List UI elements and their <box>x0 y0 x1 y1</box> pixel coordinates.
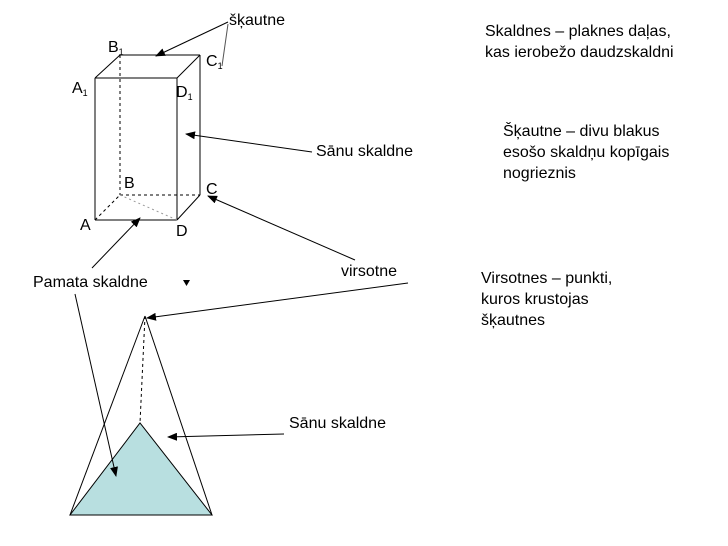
arrow-pamata-prism <box>91 217 141 269</box>
edge-C1-D1 <box>176 54 201 79</box>
edge-A-B-hidden <box>94 194 121 221</box>
note-line: esošo skaldņu kopīgais <box>503 144 670 161</box>
edge-A1-B1 <box>94 54 121 79</box>
note-line: Skaldnes – plaknes daļas, <box>485 23 671 40</box>
vertex-D1-label: D1 <box>176 84 193 102</box>
label-sanu-skaldne-top: Sānu skaldne <box>316 143 413 160</box>
prism <box>94 54 201 221</box>
arrow-virsotne-prism <box>207 195 356 261</box>
vertex-A-label: A <box>80 217 91 234</box>
note-virsotnes: Virsotnes – punkti, kuros krustojas šķau… <box>481 268 612 331</box>
arrow-virsotne-pyramid <box>146 282 409 321</box>
arrow-skautne-2 <box>221 23 229 67</box>
edge-D-C <box>176 194 201 221</box>
pyramid-base-face <box>68 422 214 516</box>
note-skaldnes: Skaldnes – plaknes daļas, kas ierobežo d… <box>485 21 674 63</box>
note-line: kuros krustojas <box>481 291 589 308</box>
note-line: Virsotnes – punkti, <box>481 270 613 287</box>
vertex-B1-label: B1 <box>108 39 124 57</box>
label-pamata-skaldne: Pamata skaldne <box>33 274 148 291</box>
small-triangle-mark <box>183 280 190 286</box>
vertex-B-label: B <box>124 175 135 192</box>
pyramid <box>68 315 214 516</box>
label-sanu-skaldne-bottom: Sānu skaldne <box>289 415 386 432</box>
pyramid-edge-hidden <box>139 315 146 424</box>
arrow-skautne <box>155 21 229 57</box>
arrow-sanu-top <box>185 131 313 153</box>
label-skautne: šķautne <box>229 12 286 29</box>
pyramid-edge-right <box>144 315 213 516</box>
arrow-pamata-pyramid <box>74 293 118 477</box>
note-skautne-definition: Šķautne – divu blakus esošo skaldņu kopī… <box>503 121 669 184</box>
arrow-sanu-bottom <box>167 432 285 441</box>
base-diagonal-hidden <box>119 194 178 221</box>
vertex-D-label: D <box>176 223 188 240</box>
vertex-C1-label: C1 <box>206 53 223 71</box>
label-virsotne: virsotne <box>341 263 398 280</box>
note-line: šķautnes <box>481 312 546 329</box>
vertex-C-label: C <box>206 181 218 198</box>
vertex-A1-label: A1 <box>72 80 88 98</box>
note-line: nogrieznis <box>503 165 576 182</box>
pyramid-edge-left <box>69 315 146 516</box>
note-line: kas ierobežo daudzskaldni <box>485 44 674 61</box>
note-line: Šķautne – divu blakus <box>503 123 660 140</box>
